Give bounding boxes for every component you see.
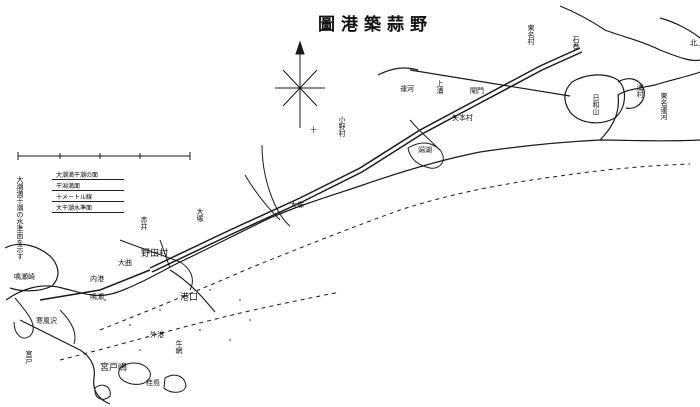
label-upper-left: 大塚 [196, 208, 204, 222]
label-sea-village: 浦村 [636, 84, 644, 98]
label-noda: 野田村 [141, 249, 169, 259]
label-right-vertical: 東名運河 [660, 92, 668, 120]
label-mouth-village: 大塚 [290, 201, 304, 209]
label-lagoon: 潟湖 [418, 146, 432, 154]
legend-item: 干潟満面 [52, 181, 124, 192]
islands [94, 362, 187, 400]
label-small-island: 桂島 [146, 379, 160, 387]
side-note: 大潮満干潮の水準面を示す [16, 176, 24, 260]
label-nishi-village: 宮戸 [25, 350, 33, 364]
legend: 大潮満干潮の面 干潟満面 十メートル線 大干潮水準面 [52, 170, 124, 214]
canal-line [377, 67, 571, 97]
label-shrine-village: 赤井 [140, 216, 148, 230]
harbor-basin [13, 239, 193, 345]
rivers [244, 119, 444, 227]
lagoon [564, 74, 645, 124]
label-mid-village: 矢本村 [452, 114, 473, 122]
label-harbor-mouth: 港口 [180, 293, 199, 303]
label-outer-port: 外港 [150, 331, 164, 339]
label-east-town: 小野村 [338, 116, 346, 137]
label-sounding-mark: 十 [310, 126, 317, 134]
depth-contour [59, 163, 691, 361]
label-kubo: 上浦 [436, 80, 444, 94]
label-canal: 運河 [400, 85, 414, 93]
label-north-village: 牛網 [175, 340, 183, 354]
scale-bar [17, 152, 191, 160]
label-headland: 鳴瀬崎 [14, 273, 35, 281]
label-river-top: 石巻 [572, 36, 580, 50]
railway-line [39, 47, 583, 301]
label-east-village: 東名村 [527, 24, 535, 45]
label-sluice: 閘門 [470, 87, 484, 95]
soundings [104, 289, 251, 351]
label-hiyoriyama: 日和山 [592, 94, 600, 115]
label-tsukishi: 大曲 [118, 259, 132, 267]
legend-item: 大干潮水準面 [52, 203, 124, 214]
label-inner-port: 内港 [90, 275, 104, 283]
label-rail: 鳴瀬 [90, 293, 104, 301]
map-title: 圖港築蒜野 [318, 15, 433, 35]
label-island: 宮戸嶋 [100, 363, 128, 373]
legend-item: 大潮満干潮の面 [52, 170, 124, 181]
legend-item: 十メートル線 [52, 192, 124, 203]
label-point: 寒風沢 [36, 317, 57, 325]
label-right-river: 北上 [690, 39, 700, 47]
compass-rose [275, 40, 325, 128]
